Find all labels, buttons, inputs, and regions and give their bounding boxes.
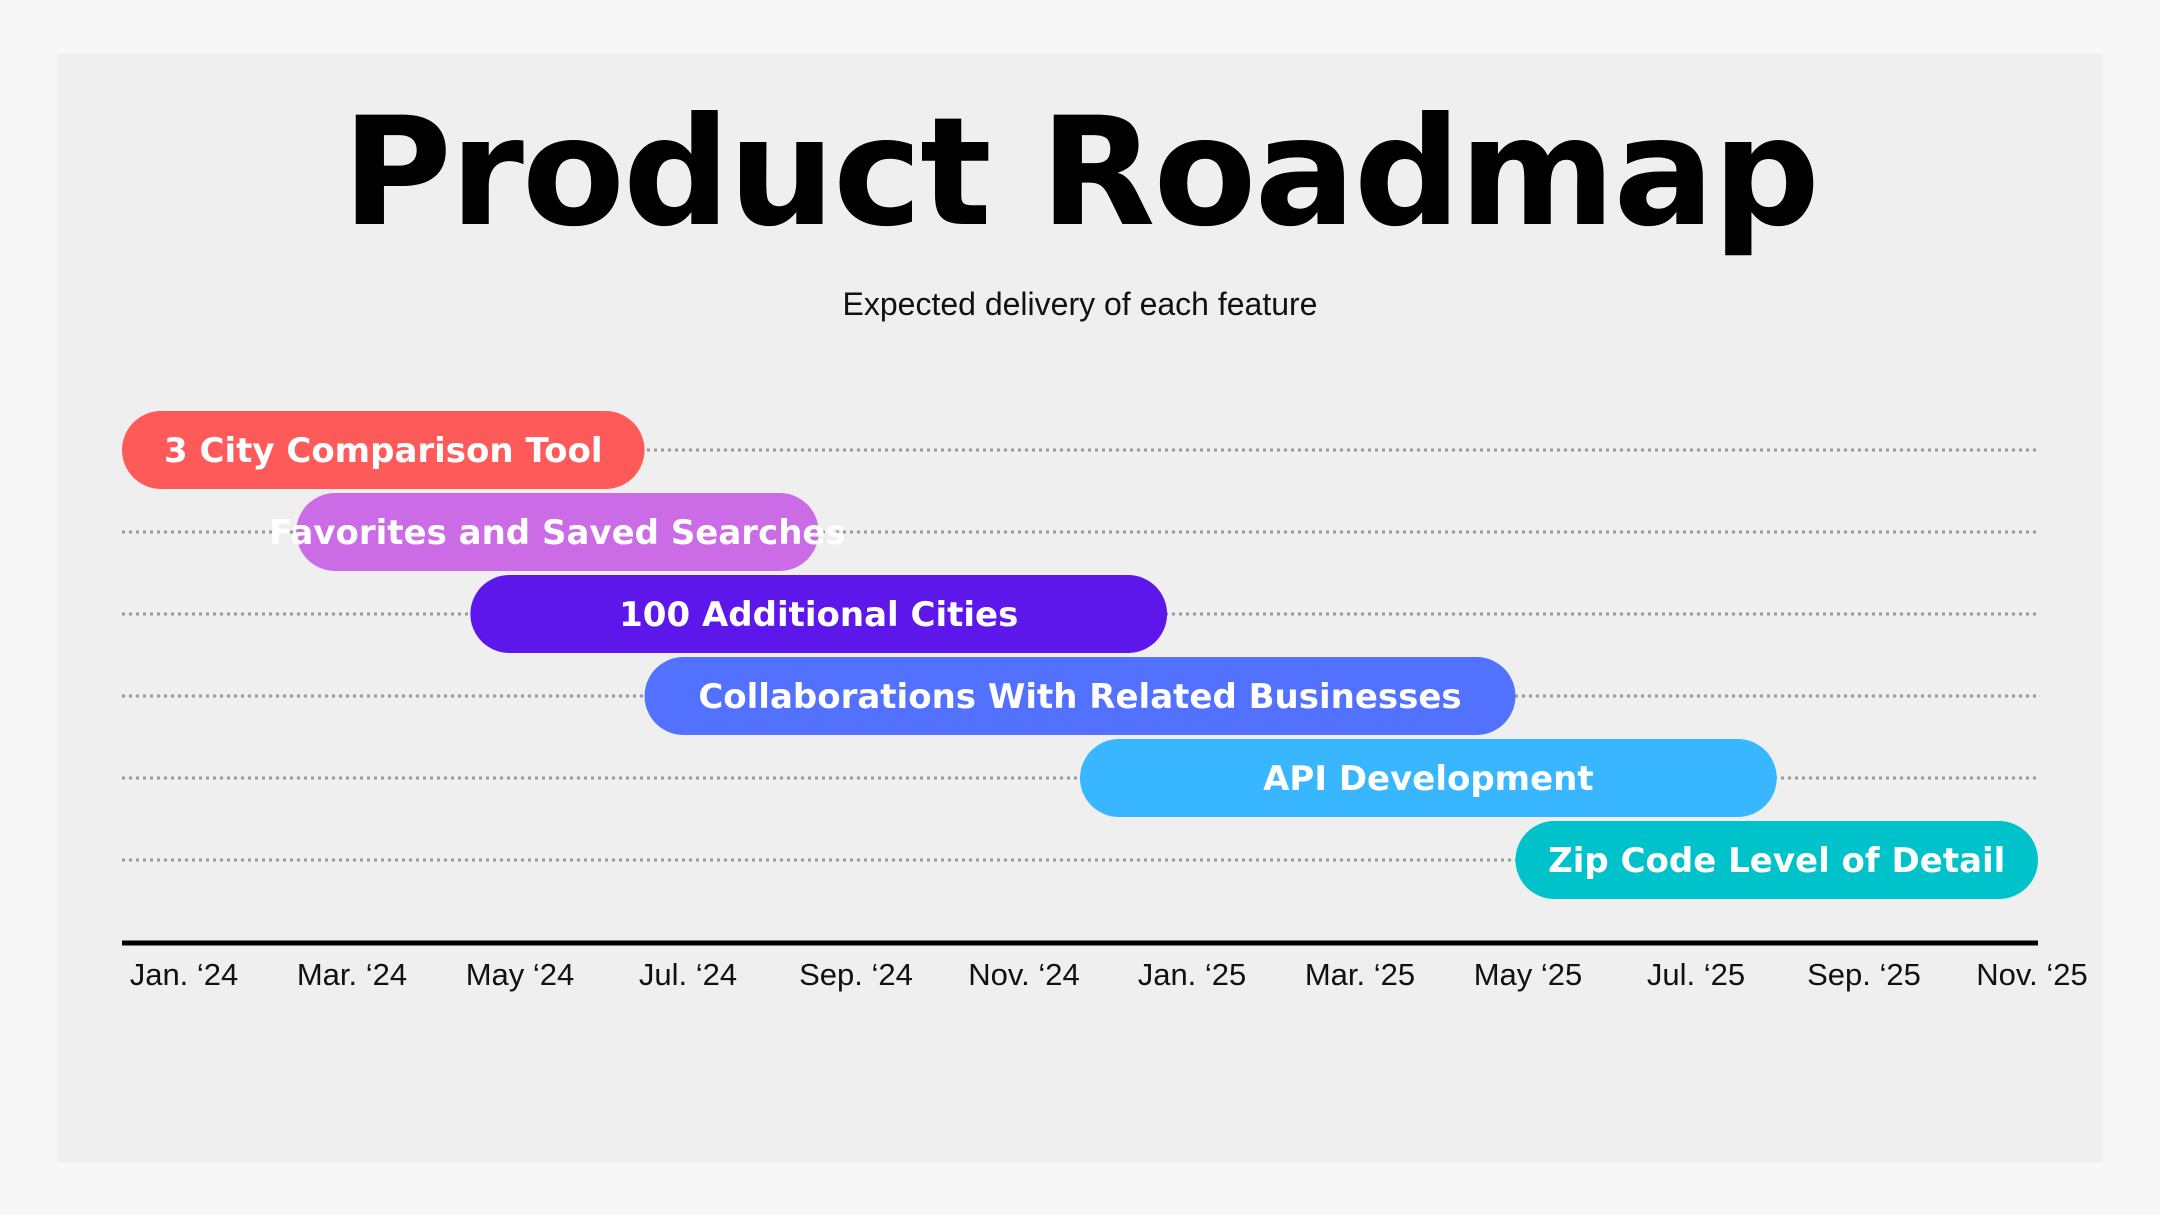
chart-subtitle: Expected delivery of each feature xyxy=(842,286,1318,322)
task-bar xyxy=(1080,739,1777,817)
x-axis-ticks: Jan. ‘24 Mar. ‘24 May ‘24 Jul. ‘24 Sep. ‘24 N… xyxy=(130,957,2088,992)
task-bar xyxy=(122,411,645,489)
x-tick-label: Mar. ‘25 xyxy=(1305,957,1415,992)
x-tick-label: Jul. ‘24 xyxy=(639,957,737,992)
x-tick-label: Jan. ‘25 xyxy=(1138,957,1247,992)
task-bar-label: API Development xyxy=(1263,759,1594,799)
x-tick-label: Nov. ‘24 xyxy=(968,957,1079,992)
task-bar xyxy=(470,575,1168,653)
x-tick-label: Sep. ‘25 xyxy=(1807,957,1921,992)
x-tick-label: Jan. ‘24 xyxy=(130,957,239,992)
task-bar-label: 100 Additional Cities xyxy=(619,595,1018,635)
task-bar-label: Favorites and Saved Searches xyxy=(269,513,846,553)
task-bar xyxy=(644,657,1516,735)
x-tick-label: Jul. ‘25 xyxy=(1647,957,1745,992)
task-bar-label: Collaborations With Related Businesses xyxy=(698,677,1461,717)
x-tick-label: Nov. ‘25 xyxy=(1976,957,2087,992)
task-bar xyxy=(296,493,819,571)
task-bar xyxy=(1515,821,2038,899)
x-tick-label: Sep. ‘24 xyxy=(799,957,913,992)
task-bar-label: 3 City Comparison Tool xyxy=(164,431,602,471)
chart-title: Product Roadmap xyxy=(341,86,1820,260)
x-tick-label: May ‘24 xyxy=(466,957,575,992)
task-bar-label: Zip Code Level of Detail xyxy=(1548,841,2005,881)
x-tick-label: May ‘25 xyxy=(1474,957,1583,992)
x-tick-label: Mar. ‘24 xyxy=(297,957,407,992)
